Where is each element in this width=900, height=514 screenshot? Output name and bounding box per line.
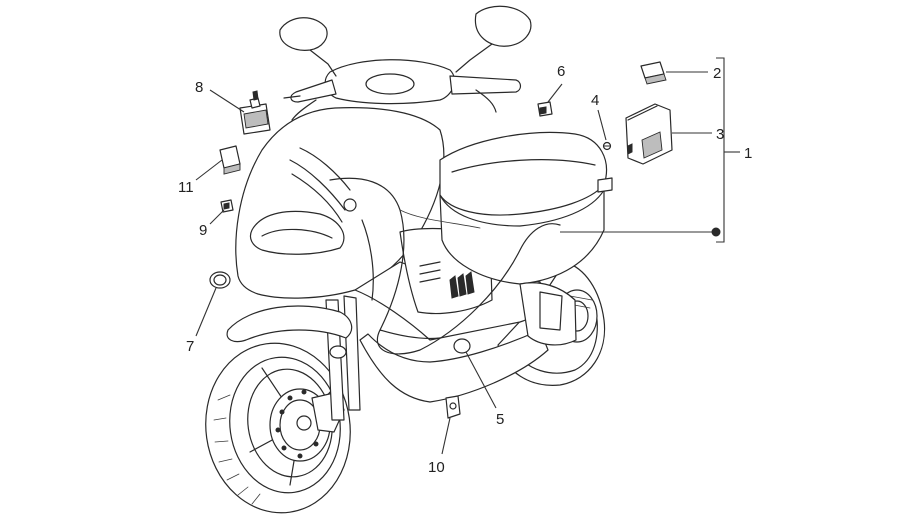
part-7-ring — [209, 271, 231, 289]
engine — [519, 282, 577, 346]
callout-3: 3 — [716, 126, 724, 143]
callout-9: 9 — [199, 222, 207, 239]
handlebars — [283, 59, 522, 121]
callout-7: 7 — [186, 338, 194, 355]
part-11-relay — [219, 145, 241, 175]
scooter-illustration — [205, 5, 613, 514]
callout-4: 4 — [591, 92, 599, 109]
mirrors — [279, 5, 532, 77]
wiring-harness — [329, 177, 561, 355]
part-9-clip — [220, 199, 234, 213]
callout-5: 5 — [496, 411, 504, 428]
callout-1: 1 — [744, 145, 752, 162]
front-wheel — [205, 342, 351, 514]
part-8-switch — [239, 90, 271, 135]
part-5-grommet — [453, 338, 471, 354]
part-10-bracket — [445, 395, 461, 419]
callout-6: 6 — [557, 63, 565, 80]
callout-8: 8 — [195, 79, 203, 96]
part-3-control-unit — [625, 103, 673, 165]
callout-11: 11 — [178, 179, 194, 196]
seat — [439, 131, 613, 285]
leader-lines — [195, 57, 740, 455]
callout-2: 2 — [713, 65, 721, 82]
callout-labels: 1 2 3 4 5 6 7 8 9 10 11 — [178, 63, 752, 476]
front-fender — [226, 305, 353, 343]
part-6-clip — [537, 101, 553, 117]
part-4-screw — [602, 141, 612, 151]
part-2-fuse — [640, 61, 667, 85]
callout-10: 10 — [428, 459, 445, 476]
